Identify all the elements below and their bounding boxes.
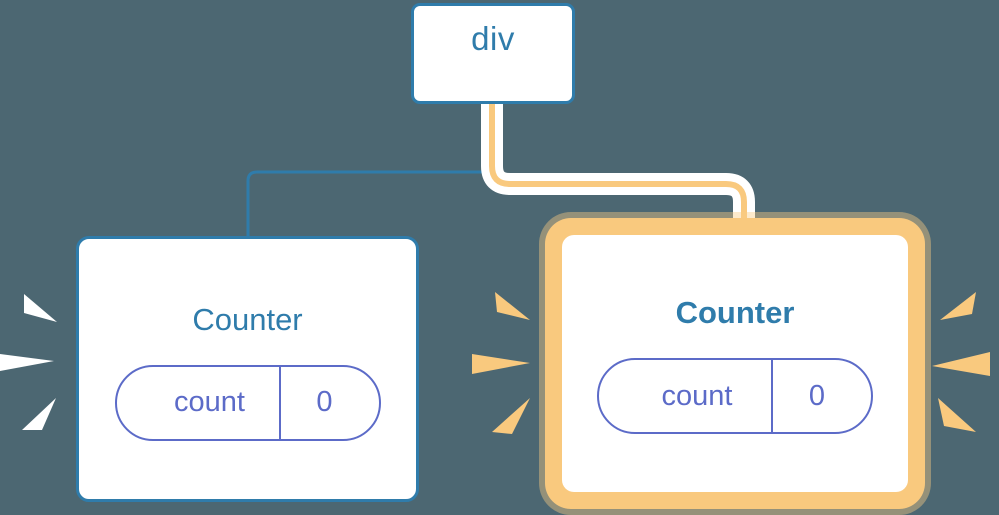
state-pill-right: count 0: [597, 358, 873, 434]
edge-root-to-counter-right: [489, 100, 747, 232]
state-value-label: 0: [771, 360, 871, 432]
node-div-label: div: [471, 20, 515, 57]
edge-root-to-counter-right-halo: [481, 100, 755, 232]
state-pill-left: count 0: [114, 364, 381, 441]
node-counter-left[interactable]: Counter count 0: [76, 236, 419, 502]
node-counter-right-title: Counter: [675, 295, 795, 330]
edge-root-to-counter-left: [246, 102, 491, 242]
state-value-label: 0: [278, 366, 379, 439]
node-div[interactable]: div: [411, 3, 575, 104]
node-counter-right-card: Counter count 0: [562, 235, 908, 492]
node-counter-right[interactable]: Counter count 0: [545, 218, 925, 509]
node-counter-left-title: Counter: [192, 301, 303, 337]
state-key-label: count: [174, 386, 245, 418]
state-key-label: count: [661, 379, 733, 412]
